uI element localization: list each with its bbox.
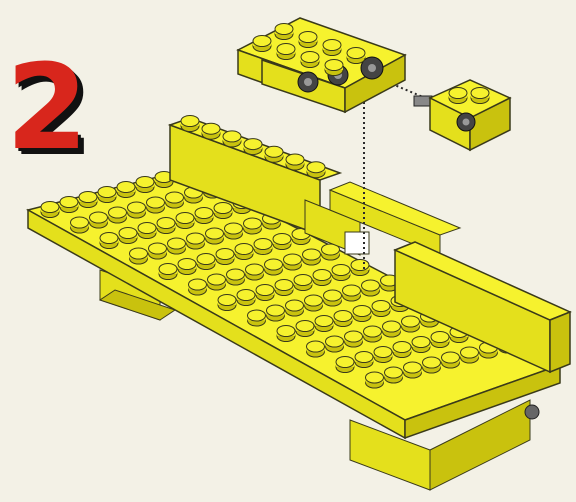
baseplate-stud	[195, 208, 213, 224]
baseplate-stud	[294, 275, 312, 291]
baseplate-stud	[206, 228, 224, 244]
baseplate-stud	[117, 182, 135, 198]
wall-stud	[286, 154, 304, 170]
baseplate-stud	[166, 192, 184, 208]
baseplate-stud	[128, 202, 146, 218]
baseplate-stud	[404, 362, 422, 378]
baseplate-stud	[366, 372, 384, 388]
baseplate-stud	[214, 203, 232, 219]
brick-stud	[275, 24, 293, 40]
baseplate-stud	[227, 269, 245, 285]
baseplate-stud	[109, 207, 127, 223]
baseplate-stud	[168, 238, 186, 254]
baseplate-stud	[353, 306, 371, 322]
baseplate-stud	[119, 228, 137, 244]
baseplate-stud	[98, 187, 116, 203]
baseplate-stud	[345, 331, 363, 347]
baseplate-stud	[442, 352, 460, 368]
baseplate-stud	[305, 295, 323, 311]
technic-brick-large	[238, 18, 405, 112]
baseplate-stud	[265, 259, 283, 275]
baseplate-stud	[372, 301, 390, 317]
baseplate-stud	[364, 326, 382, 342]
wall-stud	[265, 146, 283, 162]
baseplate-stud	[324, 290, 342, 306]
baseplate-stud	[326, 336, 344, 352]
baseplate-stud	[423, 357, 441, 373]
brick-stud	[301, 52, 319, 68]
baseplate-stud	[351, 260, 369, 276]
baseplate-stud	[189, 279, 207, 295]
baseplate-stud	[197, 254, 215, 270]
baseplate-stud	[393, 342, 411, 358]
baseplate-stud	[187, 233, 205, 249]
baseplate-stud	[254, 239, 272, 255]
baseplate-stud	[385, 367, 403, 383]
wall-stud	[202, 123, 220, 139]
baseplate-stud	[307, 341, 325, 357]
baseplate-stud	[147, 197, 165, 213]
baseplate-stud	[332, 265, 350, 281]
baseplate-stud	[130, 248, 148, 264]
baseplate-stud	[322, 244, 340, 260]
wall-stud	[244, 139, 262, 155]
baseplate-stud	[100, 233, 118, 249]
baseplate-stud	[178, 259, 196, 275]
baseplate-stud	[286, 300, 304, 316]
brick-stud	[323, 40, 341, 56]
baseplate-stud	[431, 332, 449, 348]
brick-stud	[277, 44, 295, 60]
wall-stud	[223, 131, 241, 147]
baseplate-stud	[157, 218, 175, 234]
baseplate-stud	[237, 290, 255, 306]
baseplate-stud	[79, 192, 97, 208]
baseplate-stud	[159, 264, 177, 280]
baseplate-stud	[315, 316, 333, 332]
baseplate-stud	[296, 321, 314, 337]
wall-stud	[181, 116, 199, 132]
baseplate-stud	[225, 223, 243, 239]
baseplate-stud	[235, 244, 253, 260]
wall-stud	[307, 162, 325, 178]
baseplate-stud	[71, 217, 89, 233]
baseplate-stud	[343, 285, 361, 301]
baseplate-stud	[412, 337, 430, 353]
baseplate-stud	[402, 316, 420, 332]
baseplate-stud	[313, 270, 331, 286]
baseplate-stud	[138, 223, 156, 239]
baseplate-stud	[218, 295, 236, 311]
baseplate-stud	[303, 249, 321, 265]
baseplate-stud	[136, 177, 154, 193]
baseplate-stud	[355, 352, 373, 368]
technic-brick-small	[414, 80, 510, 150]
baseplate-stud	[216, 249, 234, 265]
baseplate-stud	[90, 212, 108, 228]
baseplate-stud	[277, 326, 295, 342]
brick-stud	[253, 36, 271, 52]
baseplate-stud	[383, 321, 401, 337]
baseplate-stud	[208, 274, 226, 290]
baseplate-stud	[273, 234, 291, 250]
baseplate-stud	[461, 347, 479, 363]
baseplate-stud	[176, 213, 194, 229]
baseplate-stud	[244, 218, 262, 234]
baseplate-stud	[248, 310, 266, 326]
baseplate-stud	[60, 197, 78, 213]
baseplate-stud	[41, 202, 59, 218]
brick-stud	[347, 48, 365, 64]
baseplate-stud	[334, 311, 352, 327]
brick-stud	[299, 32, 317, 48]
brick-stud	[325, 60, 343, 76]
baseplate-stud	[256, 285, 274, 301]
baseplate-stud	[246, 264, 264, 280]
baseplate-stud	[284, 254, 302, 270]
baseplate-stud	[149, 243, 167, 259]
baseplate-stud	[374, 347, 392, 363]
baseplate-stud	[267, 305, 285, 321]
baseplate-stud	[362, 280, 380, 296]
baseplate-stud	[336, 357, 354, 373]
baseplate-stud	[275, 280, 293, 296]
